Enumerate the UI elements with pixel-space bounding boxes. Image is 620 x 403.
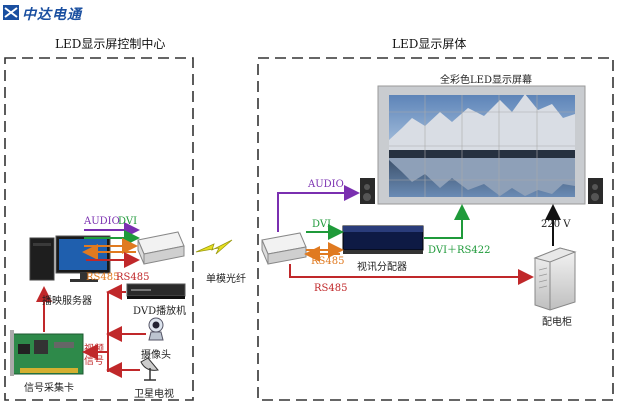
label-rs485-left-a: RS485 — [86, 272, 119, 283]
label-capture-card: 信号采集卡 — [24, 379, 74, 394]
label-dvi-rs422: DVI＋RS422 — [428, 241, 490, 256]
right-fiber-converter — [262, 233, 306, 264]
left-speaker — [360, 178, 375, 204]
satellite-dish — [141, 358, 158, 380]
label-camera: 摄像头 — [141, 346, 171, 361]
label-dvd: DVD播放机 — [133, 302, 186, 317]
video-splitter-device — [343, 226, 423, 254]
label-cabinet: 配电柜 — [542, 313, 572, 328]
left-fiber-converter — [138, 232, 184, 264]
led-screen — [378, 86, 585, 204]
distribution-cabinet — [535, 248, 575, 310]
label-rs485-right-a: RS485 — [311, 256, 344, 267]
capture-card — [10, 330, 83, 376]
control-center-title: LED显示屏控制中心 — [55, 35, 165, 52]
fiber-link-icon — [196, 240, 232, 254]
label-splitter: 视讯分配器 — [357, 258, 407, 273]
label-satellite: 卫星电视 — [134, 385, 174, 400]
dvd-player — [127, 284, 185, 299]
label-fiber: 单模光纤 — [206, 270, 246, 285]
screen-caption: 全彩色LED显示屏幕 — [440, 71, 532, 86]
label-server: 播映服务器 — [42, 292, 92, 307]
label-rs485-left-b: RS485 — [116, 272, 149, 283]
label-voltage: 220 V — [541, 219, 571, 230]
right-speaker — [588, 178, 603, 204]
label-dvi-right: DVI — [312, 219, 331, 230]
screen-body-title: LED显示屏体 — [392, 35, 466, 52]
label-audio-left: AUDIO — [84, 216, 120, 227]
label-video-signal: 视频 信号 — [84, 344, 104, 368]
label-dvi-left: DVI — [118, 216, 137, 227]
dvi-rs422-link — [424, 208, 462, 238]
label-rs485-right-b: RS485 — [314, 283, 347, 294]
label-audio-right: AUDIO — [308, 179, 344, 190]
webcam — [149, 318, 163, 340]
